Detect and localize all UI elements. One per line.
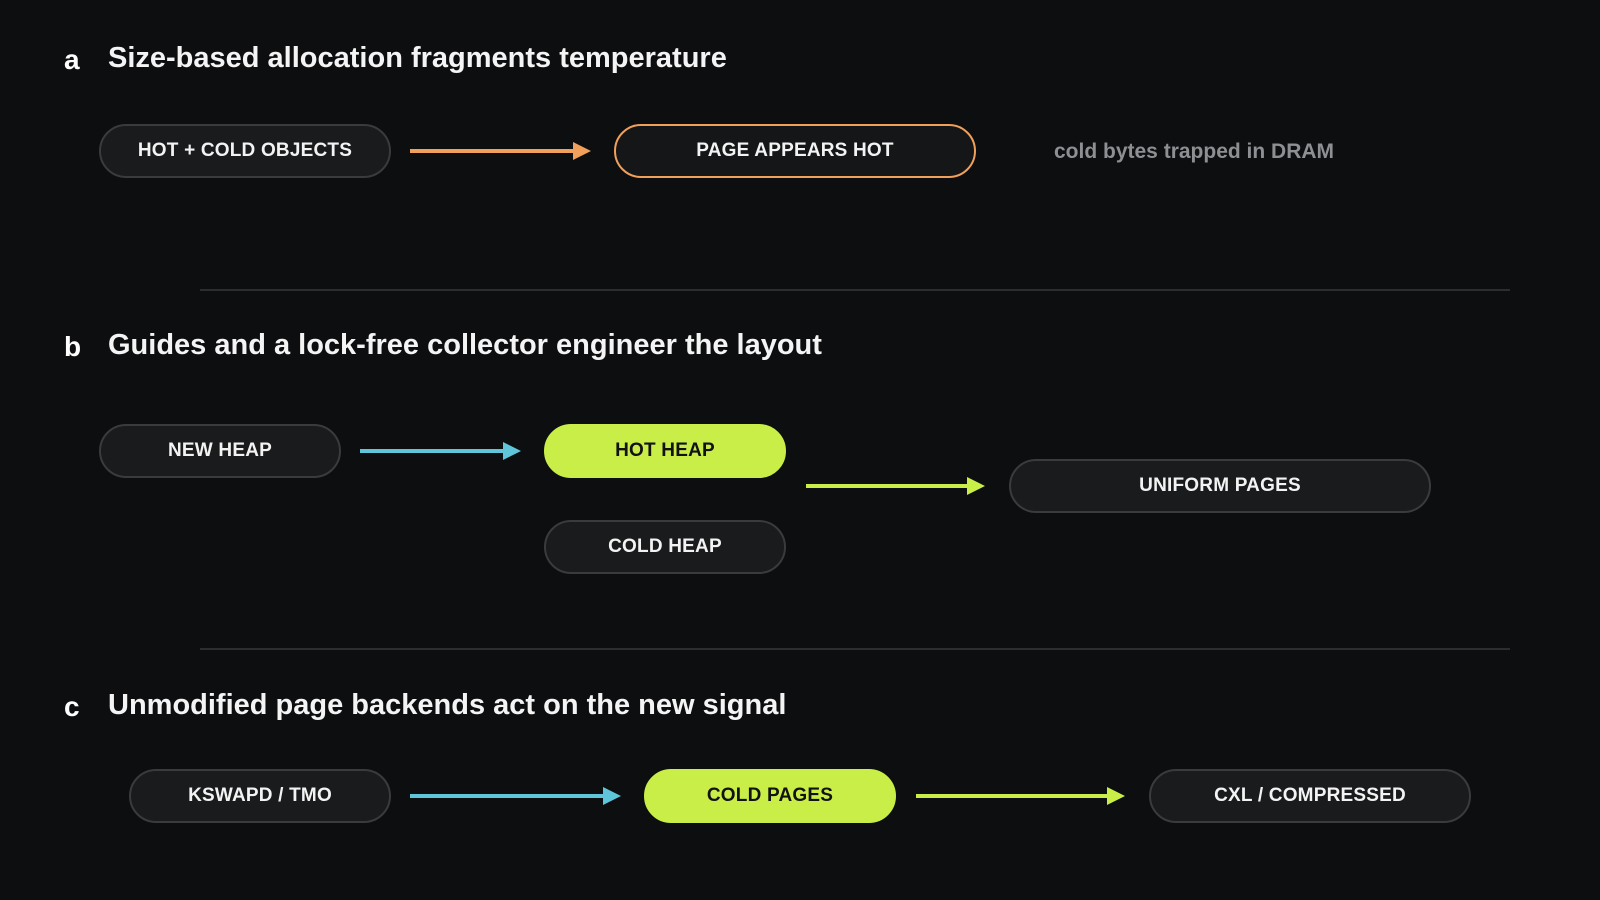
node-cxl-compressed: CXL / COMPRESSED bbox=[1149, 769, 1471, 823]
node-new-heap: NEW HEAP bbox=[99, 424, 341, 478]
panel-c-title: Unmodified page backends act on the new … bbox=[108, 689, 787, 721]
node-page-appears-hot: PAGE APPEARS HOT bbox=[614, 124, 976, 178]
node-kswapd-tmo: KSWAPD / TMO bbox=[129, 769, 391, 823]
panel-a-letter: a bbox=[64, 44, 80, 75]
node-cold-heap: COLD HEAP bbox=[544, 520, 786, 574]
panel-c-letter: c bbox=[64, 691, 80, 722]
panel-b-letter: b bbox=[64, 331, 82, 362]
node-uniform-pages: UNIFORM PAGES bbox=[1009, 459, 1431, 513]
arrow-b-cyan bbox=[360, 442, 521, 460]
note-cold-bytes: cold bytes trapped in DRAM bbox=[1054, 140, 1335, 163]
panel-a-title: Size-based allocation fragments temperat… bbox=[108, 42, 727, 74]
divider-b-c bbox=[200, 648, 1510, 650]
panel-b-title: Guides and a lock-free collector enginee… bbox=[108, 329, 822, 361]
arrow-a-orange bbox=[410, 142, 591, 160]
arrow-c-cyan bbox=[410, 787, 621, 805]
node-hot-heap: HOT HEAP bbox=[544, 424, 786, 478]
divider-a-b bbox=[200, 289, 1510, 291]
arrow-c-lime bbox=[916, 787, 1125, 805]
arrow-b-lime bbox=[806, 477, 985, 495]
node-cold-pages: COLD PAGES bbox=[644, 769, 896, 823]
node-hot-cold-objects: HOT + COLD OBJECTS bbox=[99, 124, 391, 178]
